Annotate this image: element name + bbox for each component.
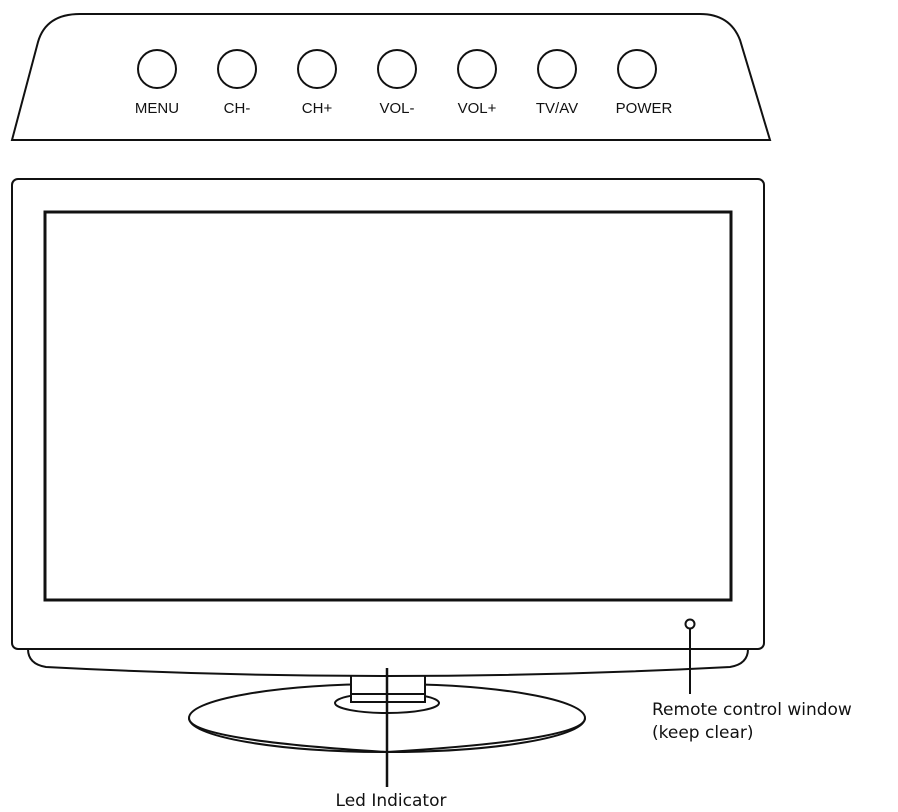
ch-plus-button-label: CH+ [302,100,333,117]
power-button[interactable] [617,49,657,89]
remote-window-label: Remote control window [652,700,852,720]
tv-av-button-label: TV/AV [536,100,578,117]
menu-button-label: MENU [135,100,179,117]
vol-plus-button-label: VOL+ [458,100,497,117]
tv-body [11,178,765,754]
vol-minus-button[interactable] [377,49,417,89]
remote-sensor [684,618,696,630]
control-panel: MENU CH- CH+ VOL- VOL+ TV/AV POWER [10,13,772,141]
tv-av-button[interactable] [537,49,577,89]
led-indicator-label: Led Indicator [336,791,447,811]
tv-bezel-lip [26,648,750,677]
ch-plus-button[interactable] [297,49,337,89]
ch-minus-button-label: CH- [224,100,251,117]
tv-screen [43,210,733,602]
callouts: Remote control window (keep clear) Led I… [336,629,852,811]
menu-button[interactable] [137,49,177,89]
ch-minus-button[interactable] [217,49,257,89]
remote-window-note: (keep clear) [652,723,754,743]
vol-plus-button[interactable] [457,49,497,89]
power-button-label: POWER [616,100,673,117]
vol-minus-button-label: VOL- [379,100,414,117]
